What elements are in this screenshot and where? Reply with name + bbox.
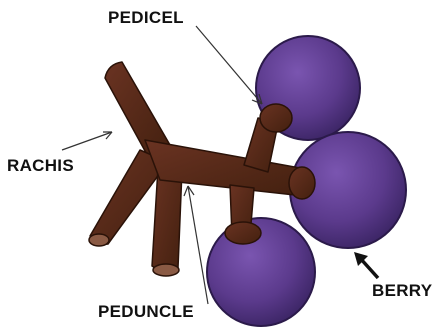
pedicel-right <box>289 167 315 199</box>
berry-pointer <box>354 252 378 278</box>
peduncle-label: PEDUNCLE <box>98 302 194 322</box>
rachis-pointer-line <box>62 132 112 150</box>
rachis-label: RACHIS <box>7 156 74 176</box>
pedicel-bottom <box>225 222 261 244</box>
peduncle-cut-end <box>153 264 179 276</box>
pedicel-top <box>260 104 292 132</box>
berry-label: BERRY <box>372 281 432 301</box>
rachis-lower-middle <box>152 168 182 272</box>
rachis-cut-end-left <box>89 234 109 246</box>
peduncle-pointer-line <box>188 186 208 304</box>
pedicel-label: PEDICEL <box>108 8 184 28</box>
pedicel-pointer-line <box>196 26 262 104</box>
